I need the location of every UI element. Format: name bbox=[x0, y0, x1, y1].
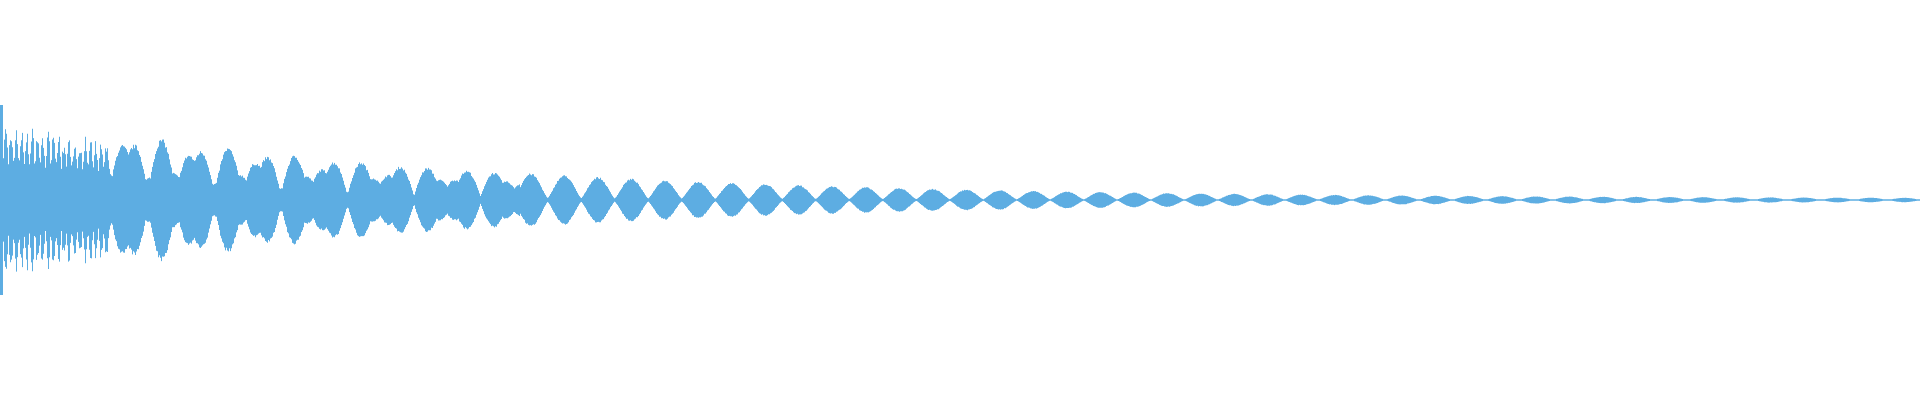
waveform-shape bbox=[0, 105, 1920, 295]
